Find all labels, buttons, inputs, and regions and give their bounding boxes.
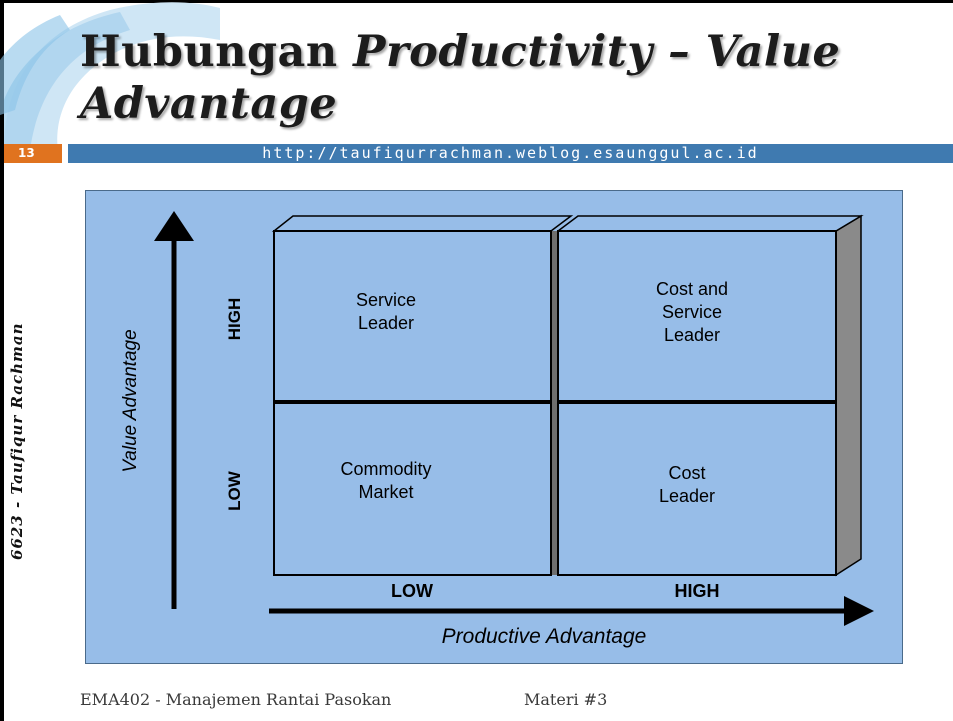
author-side-text: 6623 - Taufiqur Rachman: [8, 322, 26, 560]
q-top-right-line3: Leader: [664, 325, 720, 345]
quadrant-top-right: [557, 230, 837, 402]
x-axis-title: Productive Advantage: [442, 625, 647, 648]
footer-materi: Materi #3: [524, 690, 608, 709]
box-top-face-right: [555, 215, 864, 232]
x-tick-low: LOW: [391, 581, 433, 601]
y-axis-title: Value Advantage: [120, 329, 141, 472]
q-top-left-line1: Service: [356, 290, 416, 310]
frame-left-border: [0, 0, 4, 721]
box-side-shade: [835, 214, 862, 577]
box-top-face-left: [271, 215, 574, 232]
quadrant-bottom-left: [273, 402, 552, 576]
y-axis-arrowhead: [154, 211, 194, 241]
y-tick-high: HIGH: [225, 298, 244, 341]
x-tick-high: HIGH: [675, 581, 720, 601]
q-bottom-right-line2: Leader: [659, 486, 715, 506]
q-bottom-left-line2: Market: [358, 482, 413, 502]
y-tick-low: LOW: [225, 470, 244, 511]
q-top-right-line2: Service: [662, 302, 722, 322]
box-gap-vertical: [551, 231, 558, 575]
footer-course: EMA402 - Manajemen Rantai Pasokan: [80, 690, 392, 709]
x-axis-arrowhead: [844, 596, 874, 626]
q-bottom-left-line1: Commodity: [340, 459, 431, 479]
title-part-italic: Productivity – Value Advantage: [80, 27, 841, 129]
quadrant-top-left: [273, 230, 552, 402]
q-top-left-line2: Leader: [358, 313, 414, 333]
slide-title: Hubungan Productivity – Value Advantage: [80, 26, 940, 130]
slide-number-bar: [4, 144, 62, 163]
q-top-right-line1: Cost and: [656, 279, 728, 299]
title-part-plain: Hubungan: [80, 27, 354, 77]
q-bottom-right-line1: Cost: [668, 463, 705, 483]
slide-number: 13: [18, 146, 35, 160]
frame-top-border: [0, 0, 953, 3]
quadrant-bottom-right: [557, 402, 837, 576]
decorative-swirl: [0, 0, 220, 150]
matrix-svg: Service Leader Cost and Service Leader C…: [120, 211, 874, 648]
website-url: http://taufiqurrachman.weblog.esaunggul.…: [262, 144, 759, 162]
url-bar: [68, 144, 953, 163]
productivity-value-matrix: Service Leader Cost and Service Leader C…: [85, 190, 903, 664]
